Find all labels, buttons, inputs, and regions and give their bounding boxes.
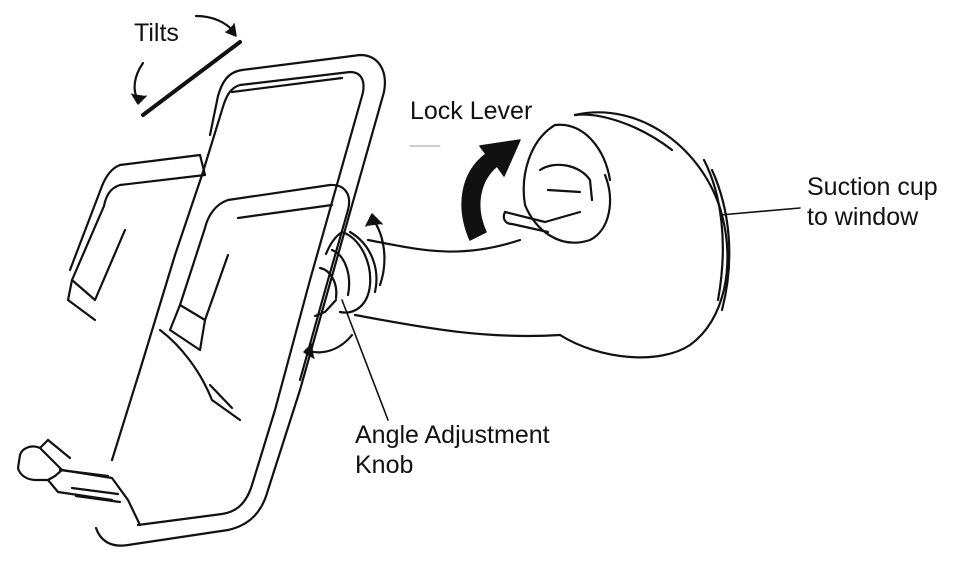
lock-lever-arrow [461, 139, 521, 241]
mount-arm [353, 238, 562, 338]
suction-cup-label-line-1: Suction cup [807, 173, 938, 201]
tilt-indicator [131, 14, 242, 117]
phone-cradle [16, 53, 386, 547]
lock-lever [502, 163, 612, 244]
angle-knob-label: Angle Adjustment Knob [355, 420, 550, 480]
tilts-label: Tilts [134, 19, 179, 47]
suction-cup-label: Suction cup to window [807, 172, 938, 232]
angle-knob-label-line-1: Angle Adjustment [355, 421, 550, 449]
leader-lines [341, 145, 801, 421]
suction-cup [522, 111, 731, 359]
suction-cup-label-line-2: to window [807, 203, 919, 231]
angle-knob-label-line-2: Knob [355, 451, 414, 479]
rotation-arrows [303, 213, 386, 359]
lock-lever-label: Lock Lever [410, 97, 533, 125]
